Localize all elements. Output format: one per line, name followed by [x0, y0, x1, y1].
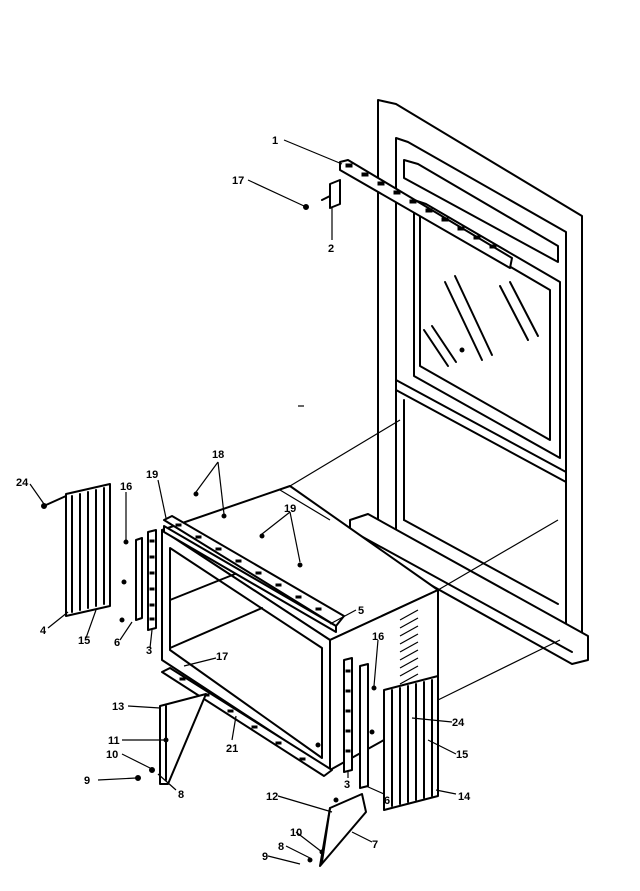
callout-9: 9: [262, 851, 268, 863]
callout-6: 6: [384, 795, 390, 807]
callout-9: 9: [84, 775, 90, 787]
callout-17: 17: [216, 651, 228, 663]
callout-17: 17: [232, 175, 244, 187]
right-side-curtain: [383, 675, 439, 811]
right-support-bracket: [307, 793, 367, 867]
callout-21: 21: [226, 743, 238, 755]
callout-5: 5: [358, 605, 364, 617]
callout-13: 13: [112, 701, 124, 713]
callout-3: 3: [344, 779, 350, 791]
left-side-curtain: [41, 483, 111, 617]
callout-4: 4: [40, 625, 47, 637]
left-vertical-strips: [119, 529, 157, 631]
callout-1: 1: [272, 135, 278, 147]
callout-12: 12: [266, 791, 278, 803]
callout-8: 8: [178, 789, 184, 801]
callout-24: 24: [452, 717, 465, 729]
callout-11: 11: [108, 735, 120, 747]
callout-16: 16: [120, 481, 132, 493]
screws: [193, 491, 303, 568]
callout-15: 15: [456, 749, 468, 761]
callout-15: 15: [78, 635, 90, 647]
projection-lines: [279, 419, 561, 701]
callout-19: 19: [146, 469, 158, 481]
callout-8: 8: [278, 841, 284, 853]
callout-2: 2: [328, 243, 334, 255]
callout-labels: 1 17 2 24 18 19 16 19 4 15 6 3 5 17 13 1…: [16, 135, 471, 863]
callout-10: 10: [106, 749, 118, 761]
callout-10: 10: [290, 827, 302, 839]
callout-3: 3: [146, 645, 152, 657]
callout-16: 16: [372, 631, 384, 643]
leader-lines: [29, 139, 457, 865]
callout-14: 14: [458, 791, 471, 803]
callout-19: 19: [284, 503, 296, 515]
left-support-bracket: [135, 693, 207, 785]
callout-18: 18: [212, 449, 224, 461]
top-channel-rail: [163, 515, 345, 633]
callout-7: 7: [372, 839, 378, 851]
callout-6: 6: [114, 637, 120, 649]
callout-24: 24: [16, 477, 29, 489]
top-support-rail: [303, 159, 513, 269]
window-frame: [349, 99, 589, 665]
